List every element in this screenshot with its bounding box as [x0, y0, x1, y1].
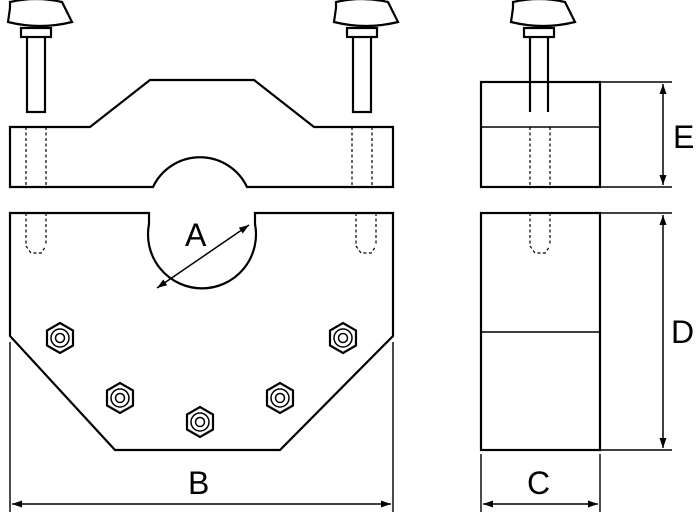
left-knob [6, 0, 74, 39]
dimension-a-line [156, 224, 250, 289]
clamp-base: A [8, 211, 395, 452]
dimension-b: B [9, 342, 394, 512]
hex-nut [45, 321, 75, 355]
side-top-piece [479, 0, 602, 189]
hex-nut [105, 381, 135, 415]
dimension-d-label: D [671, 314, 694, 350]
dimension-c: C [480, 454, 601, 512]
right-knob [332, 0, 400, 39]
hex-nut [265, 381, 295, 415]
clamp-top-piece [6, 0, 400, 189]
side-base [479, 211, 602, 452]
dimension-b-label: B [188, 465, 209, 501]
side-top-block [479, 80, 602, 189]
top-block-body [8, 78, 395, 189]
dimension-a-label: A [185, 217, 207, 253]
right-screw-shaft [351, 34, 373, 114]
top-block-hidden-holes [25, 127, 373, 187]
dimension-c-label: C [527, 465, 550, 501]
hex-nut [185, 405, 215, 439]
dimension-d: D [600, 212, 694, 451]
dimension-e: E [600, 81, 694, 188]
left-screw-shaft [25, 34, 47, 114]
side-knob [509, 0, 577, 39]
hex-nuts [45, 321, 358, 439]
base-hidden-holes [25, 213, 377, 254]
hex-nut [328, 321, 358, 355]
dimension-e-label: E [673, 119, 694, 155]
